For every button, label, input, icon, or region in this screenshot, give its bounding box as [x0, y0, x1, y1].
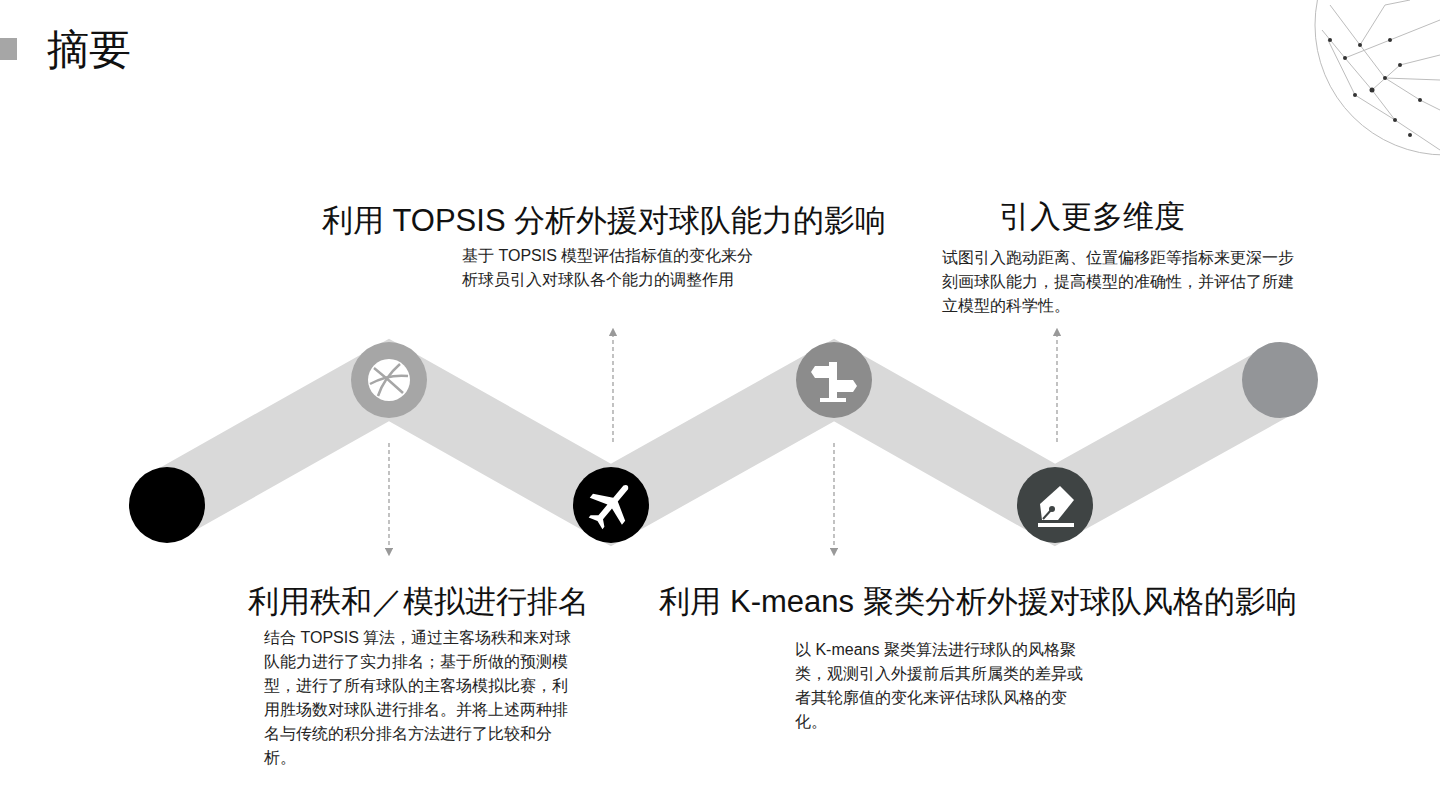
step-circle — [796, 342, 872, 418]
plane-icon — [579, 472, 643, 537]
section-heading: 利用秩和／模拟进行排名 — [248, 583, 589, 621]
step-circle — [573, 467, 649, 543]
step-circle — [351, 342, 427, 418]
zigzag-band — [167, 380, 1280, 505]
section-heading: 利用 TOPSIS 分析外援对球队能力的影响 — [322, 202, 886, 240]
section-body: 以 K-means 聚类算法进行球队的风格聚类，观测引入外援前后其所属类的差异或… — [795, 638, 1095, 734]
pen-icon — [1038, 486, 1074, 527]
section-body: 试图引入跑动距离、位置偏移距等指标来更深一步刻画球队能力，提高模型的准确性，并评… — [942, 246, 1306, 318]
globe-decoration — [1315, 0, 1440, 155]
signpost-icon — [811, 362, 857, 402]
step-circle — [1017, 467, 1093, 543]
section-heading: 引入更多维度 — [999, 198, 1185, 236]
section-body: 结合 TOPSIS 算法，通过主客场秩和来对球队能力进行了实力排名；基于所做的预… — [264, 626, 580, 770]
step-circle — [129, 467, 205, 543]
page-title: 摘要 — [47, 26, 131, 74]
title-square — [0, 38, 17, 60]
leader-arrows — [389, 332, 1057, 552]
step-circle — [1242, 342, 1318, 418]
basketball-icon — [368, 359, 410, 401]
section-body: 基于 TOPSIS 模型评估指标值的变化来分析球员引入对球队各个能力的调整作用 — [462, 244, 754, 292]
section-heading: 利用 K-means 聚类分析外援对球队风格的影响 — [659, 583, 1296, 621]
globe-dots — [1328, 38, 1422, 137]
